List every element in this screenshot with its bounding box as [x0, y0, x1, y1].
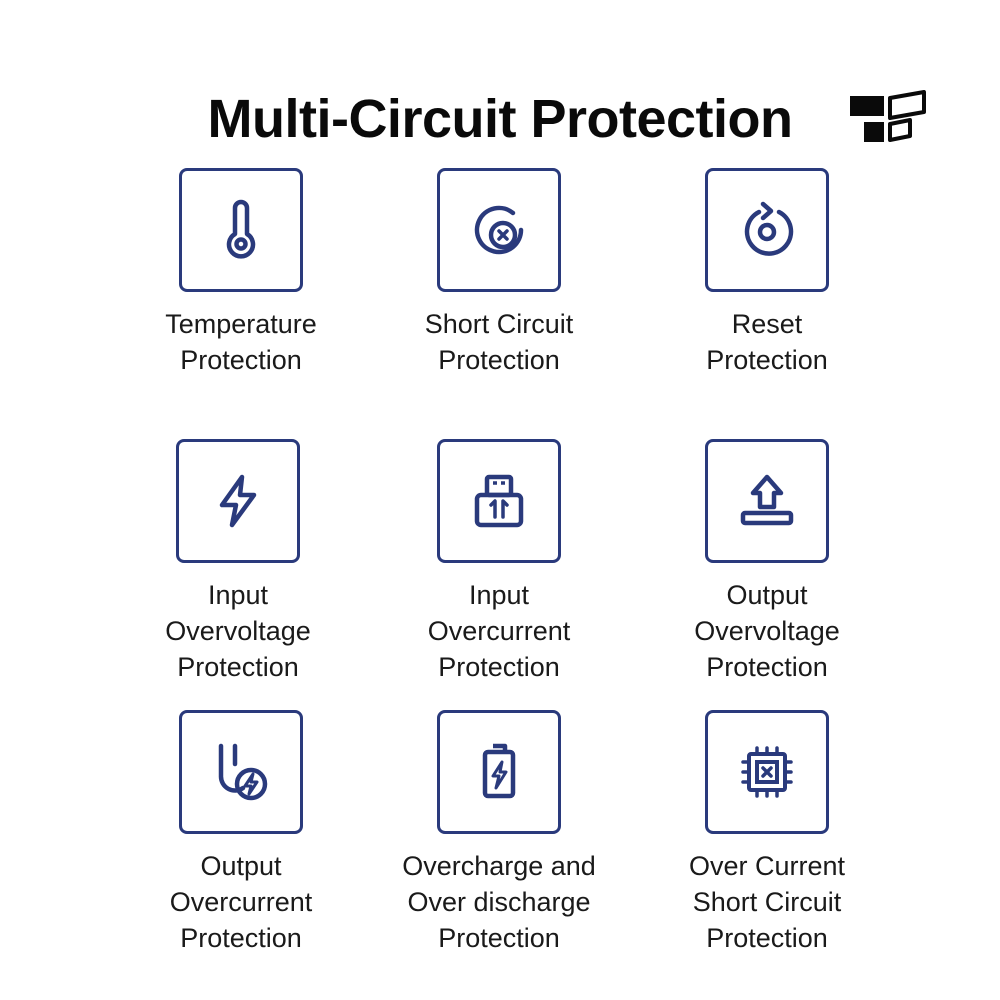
- lightning-icon: [219, 474, 257, 528]
- reset-icon: [744, 201, 794, 256]
- feature-tile: [705, 168, 829, 292]
- feature-tile: [437, 439, 561, 563]
- feature-tile: [176, 439, 300, 563]
- usb-plug-icon: [474, 474, 524, 528]
- brand-logo-icon: [850, 90, 926, 142]
- feature-tile: [437, 710, 561, 834]
- feature-tile: [179, 168, 303, 292]
- page-title: Multi-Circuit Protection: [207, 89, 793, 149]
- feature-tile: [705, 439, 829, 563]
- feature-tile: [179, 710, 303, 834]
- eject-up-icon: [740, 474, 794, 526]
- short-circuit-icon: [474, 205, 524, 255]
- thermometer-icon: [226, 199, 256, 259]
- battery-charge-icon: [482, 743, 516, 799]
- feature-tile: [437, 168, 561, 292]
- cable-charge-icon: [218, 743, 268, 801]
- chip-icon: [741, 746, 793, 798]
- feature-tile: [705, 710, 829, 834]
